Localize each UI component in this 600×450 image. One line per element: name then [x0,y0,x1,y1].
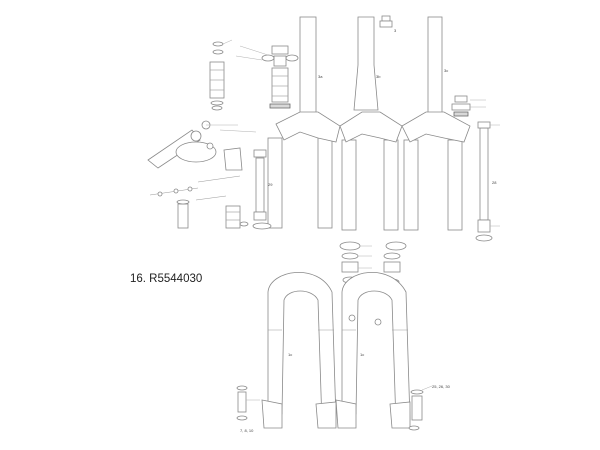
lower-leg-right: 1c [335,271,411,429]
damper-internals [209,39,299,111]
label-3a: 3a [318,74,323,79]
label-3b: 3b [376,74,381,79]
lower-small-parts: 7, 8, 10 25, 26, 30 [236,384,451,433]
stanchion-b: 3b [339,16,403,231]
lower-leg-left: 1c [261,271,337,429]
seal-stack [339,241,407,286]
part-number-caption: 16. R5544030 [130,273,203,285]
right-shaft: 28 [451,95,500,242]
upper-assembly: 3a 3b 3c 3 [267,15,471,231]
label-3: 3 [394,28,397,33]
label-29: 29 [268,182,273,187]
stanchion-a: 3a [267,16,341,229]
top-cap: 3 [379,15,397,33]
label-3c: 3c [444,68,448,73]
label-bottom-left: 7, 8, 10 [240,428,254,433]
stanchion-c: 3c [401,16,471,231]
remote-lever [147,120,257,169]
label-bottom-right: 25, 26, 30 [432,384,451,389]
label-28: 28 [492,180,497,185]
small-components: 29 [149,147,273,230]
label-1c-left: 1c [288,352,292,357]
label-1c-right: 1c [360,352,364,357]
